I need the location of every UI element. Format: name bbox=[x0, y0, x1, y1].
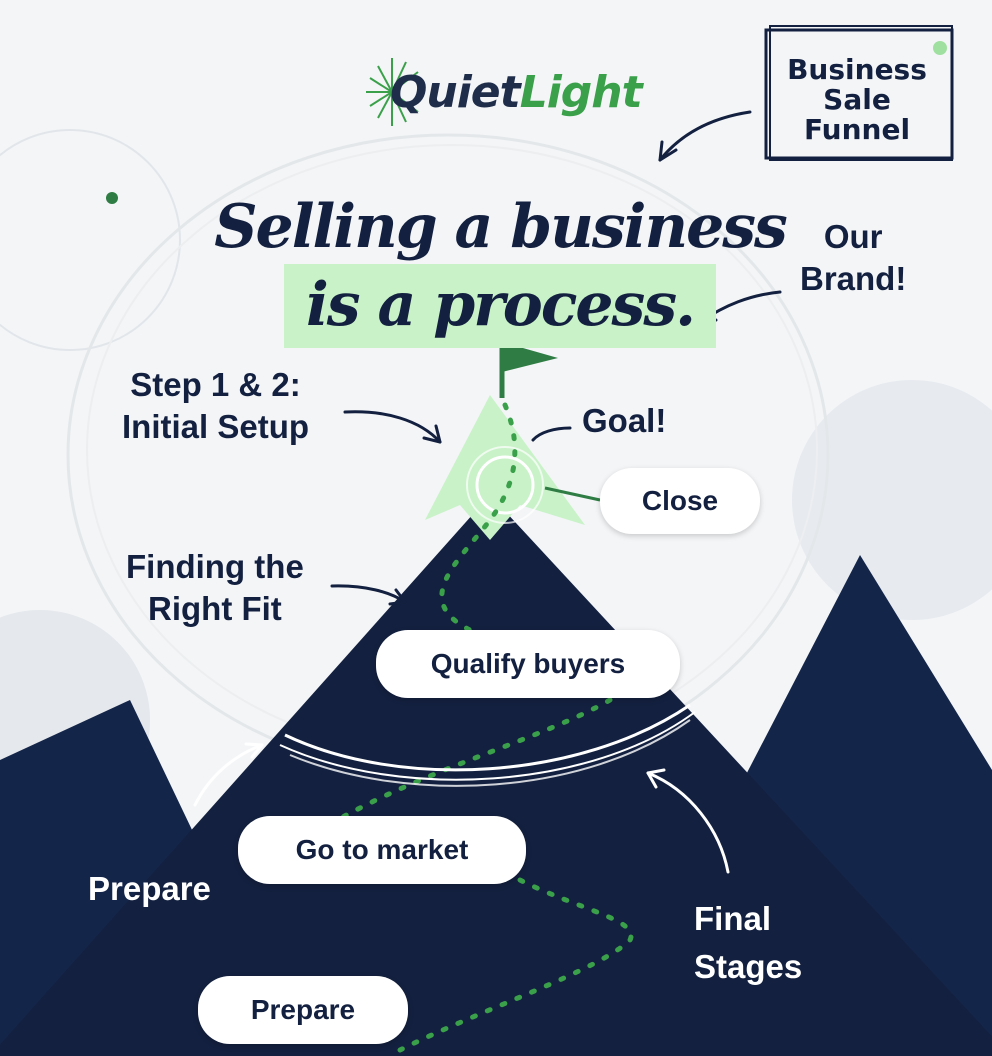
stage-go-to-market-pill: Go to market bbox=[238, 816, 526, 884]
finding-fit-annotation: Finding the Right Fit bbox=[126, 548, 304, 627]
callout-box bbox=[764, 25, 954, 161]
stage-close-pill: Close bbox=[600, 468, 760, 534]
arrows-white bbox=[193, 742, 730, 874]
arrow-to-logo bbox=[658, 110, 752, 162]
target-circle-outer bbox=[466, 446, 544, 524]
prepare-annotation: Prepare bbox=[88, 870, 211, 907]
decor-dot-green bbox=[933, 41, 947, 55]
our-brand-annotation: Our Brand! bbox=[800, 218, 907, 297]
logo-word-light: Light bbox=[519, 67, 643, 118]
logo-word-quiet: Quiet bbox=[390, 67, 521, 118]
business-sale-funnel-label: Business Sale Funnel bbox=[787, 53, 927, 146]
snow-cap bbox=[425, 395, 585, 540]
arrow-goal bbox=[531, 426, 572, 442]
final-stages-annotation: Final Stages bbox=[694, 900, 803, 985]
stage-qualify-pill: Qualify buyers bbox=[376, 630, 680, 698]
goal-annotation: Goal! bbox=[582, 402, 667, 439]
arrow-final bbox=[646, 771, 730, 874]
headline-line-1: Selling a business bbox=[214, 192, 788, 262]
target-circle bbox=[475, 455, 535, 515]
swoosh-line-3 bbox=[289, 719, 691, 787]
logo-sunburst-icon bbox=[366, 58, 419, 126]
arrow-prepare bbox=[193, 743, 264, 807]
arrow-fit bbox=[330, 584, 407, 604]
stage-prepare-pill: Prepare bbox=[198, 976, 408, 1044]
decor-circle bbox=[0, 129, 181, 351]
decor-circle-right bbox=[792, 380, 992, 620]
quietlight-logo: QuietLight bbox=[362, 45, 652, 135]
step-1-2-annotation: Step 1 & 2: Initial Setup bbox=[122, 366, 310, 445]
swoosh-line bbox=[284, 703, 691, 772]
logo-wordmark: QuietLight bbox=[390, 67, 643, 118]
headline-line-2-highlighted: is a process. bbox=[284, 264, 716, 348]
swoosh-line-2 bbox=[279, 711, 696, 781]
decor-dot bbox=[106, 192, 118, 204]
close-connector bbox=[544, 486, 601, 502]
main-mountain bbox=[0, 495, 992, 1056]
flag-icon bbox=[502, 342, 558, 372]
dotted-trail bbox=[317, 402, 634, 1053]
arrow-step bbox=[343, 410, 442, 444]
headline: Selling a business is a process. bbox=[190, 190, 810, 348]
